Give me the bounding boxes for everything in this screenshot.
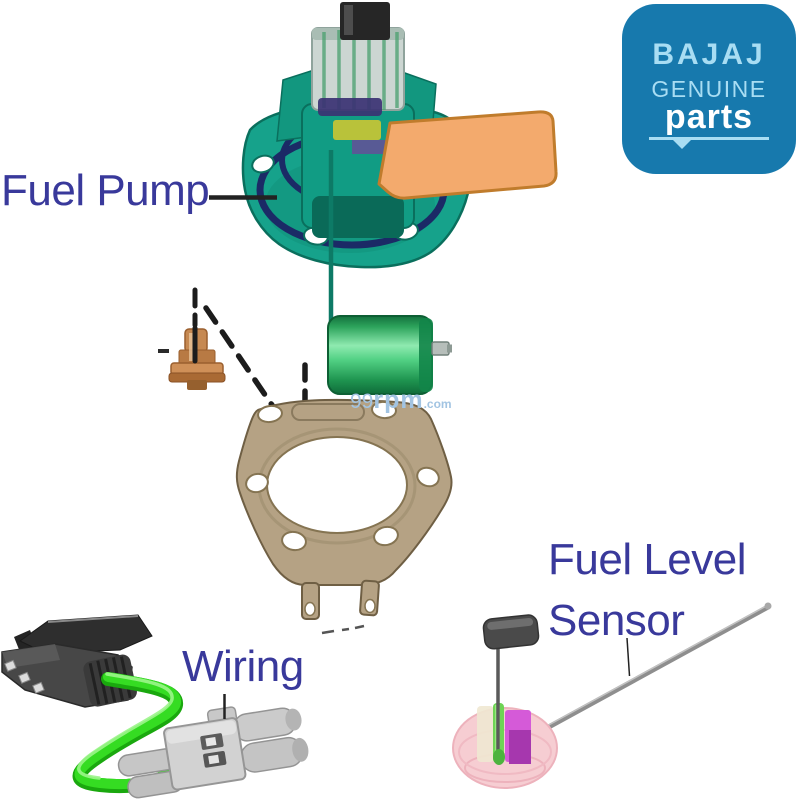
watermark-number: 99 — [350, 390, 374, 413]
orange-callout-tag — [377, 110, 558, 200]
wiring-label: Wiring — [182, 642, 304, 691]
bajaj-genuine-parts-badge: BAJAJ GENUINE parts — [622, 4, 796, 174]
fuel-pump-label: Fuel Pump — [1, 166, 210, 215]
badge-brand-text: BAJAJ — [652, 38, 766, 71]
fuel-level-sensor-label-line2: Sensor — [548, 596, 685, 645]
fuel-level-sensor-label-line1: Fuel Level — [548, 535, 747, 584]
gasket-illustration — [235, 398, 453, 635]
fuel-pump-illustration — [241, 2, 558, 322]
watermark: 99rpm.com — [350, 386, 452, 415]
badge-parts-text: parts — [664, 98, 754, 136]
badge-underline — [649, 137, 769, 149]
fuel-level-sensor-pointer-line — [626, 637, 631, 677]
badge-down-arrow-icon — [673, 140, 691, 149]
watermark-tld: .com — [423, 397, 452, 411]
badge-genuine-text: GENUINE — [651, 76, 767, 102]
drain-bolt-illustration — [158, 328, 226, 390]
wiring-harness-illustration — [1, 614, 309, 799]
fuel-filter-illustration — [327, 315, 452, 395]
fuel-level-sensor-illustration — [452, 602, 772, 789]
watermark-brand: rpm — [373, 386, 424, 414]
